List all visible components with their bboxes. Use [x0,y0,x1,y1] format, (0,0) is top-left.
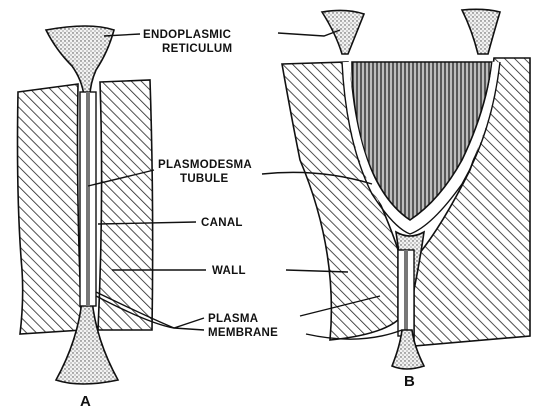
er-top-left-b [322,10,364,54]
label-plasmodesma: PLASMODESMA [158,159,252,171]
er-top-right-b [462,9,500,54]
tubule-a [86,92,90,306]
label-endoplasmic: ENDOPLASMIC [143,29,231,41]
panel-label-b: B [404,373,415,390]
panel-label-a: A [80,393,91,410]
panel-b [282,9,530,369]
label-reticulum: RETICULUM [162,43,232,55]
label-tubule: TUBULE [180,173,228,185]
label-canal: CANAL [201,217,243,229]
cell-wall-left-a [18,84,83,334]
label-plasma: PLASMA [208,313,258,325]
labels: ENDOPLASMIC RETICULUM PLASMODESMA TUBULE… [143,29,278,339]
cell-wall-right-a [98,80,153,330]
tubule-b [404,250,408,336]
label-wall: WALL [212,265,246,277]
panel-a [18,26,153,384]
label-membrane: MEMBRANE [208,327,278,339]
